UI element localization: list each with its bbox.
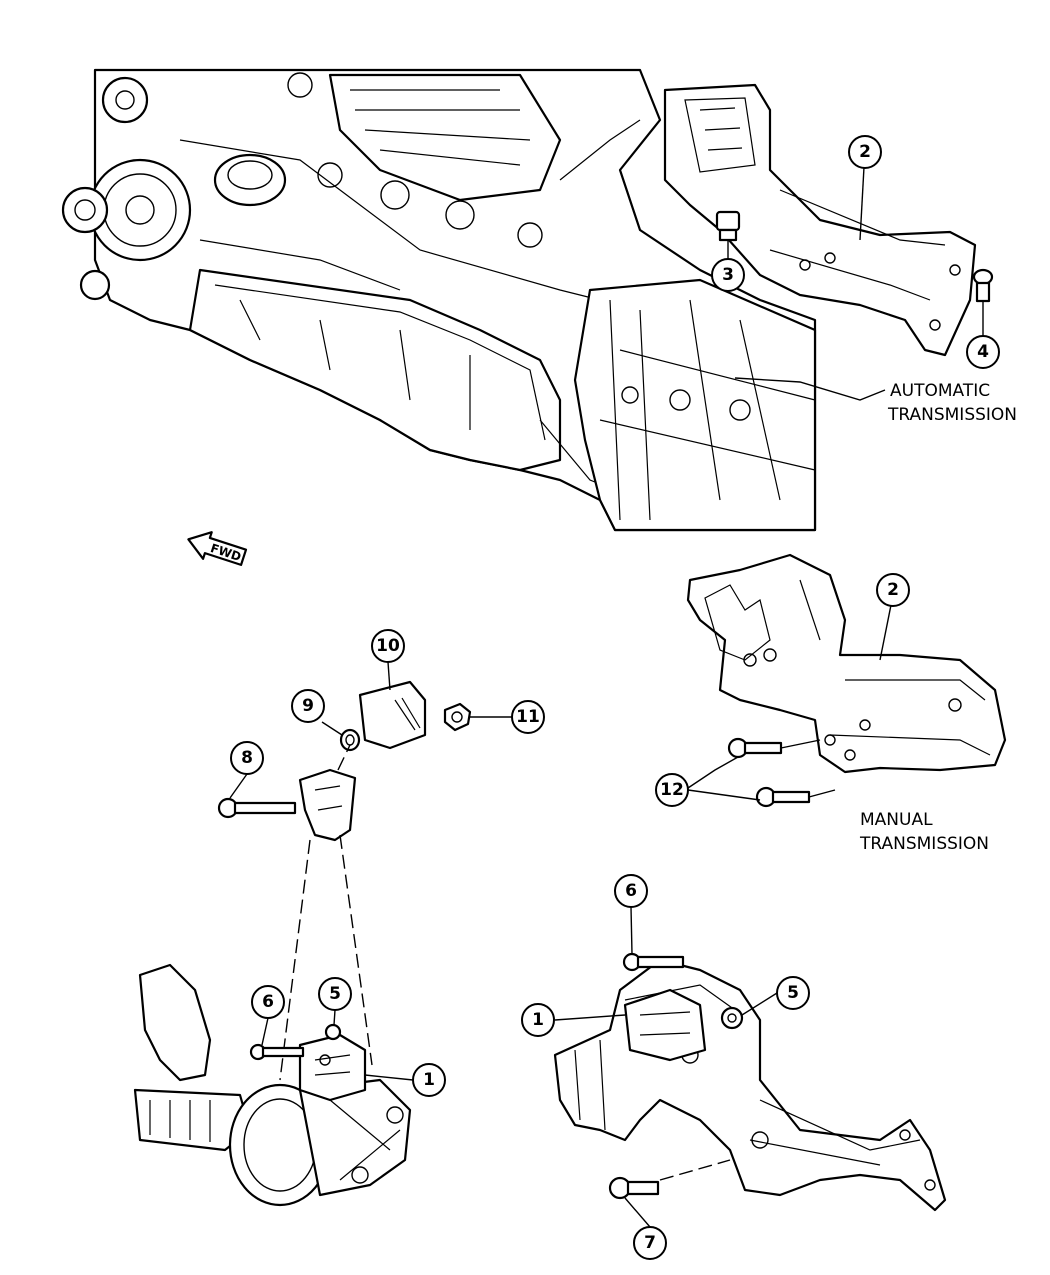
svg-text:2: 2 — [859, 142, 871, 162]
callout-3: 3 — [711, 258, 745, 292]
caption-automatic-line2: TRANSMISSION — [887, 405, 1017, 425]
bolt-3 — [715, 210, 741, 242]
bracket-10 — [358, 680, 427, 750]
callout-2-manual: 2 — [876, 573, 910, 607]
callout-7: 7 — [633, 1226, 667, 1260]
svg-text:3: 3 — [722, 265, 734, 285]
callout-10: 10 — [371, 629, 405, 663]
svg-text:6: 6 — [625, 881, 637, 901]
insulator-upper — [217, 768, 357, 842]
leader-lines — [229, 166, 984, 1228]
crossmember-manual — [686, 553, 1007, 774]
engine-assembly — [61, 68, 817, 532]
bolt-6-left — [249, 1043, 305, 1061]
crossmember-right-assembly — [553, 958, 947, 1212]
alignment-line-bolt7 — [659, 1159, 731, 1181]
svg-text:4: 4 — [977, 342, 989, 362]
bolt-6-right — [622, 952, 685, 972]
svg-text:10: 10 — [376, 636, 400, 656]
svg-text:5: 5 — [787, 983, 799, 1003]
caption-manual-line1: MANUAL — [860, 810, 933, 830]
svg-text:9: 9 — [302, 696, 314, 716]
nut-5-left — [324, 1023, 342, 1041]
bolt-4 — [972, 268, 994, 303]
svg-text:1: 1 — [423, 1070, 435, 1090]
callout-8: 8 — [230, 741, 264, 775]
transmission-left-assembly — [133, 963, 412, 1207]
washer-9 — [339, 728, 361, 752]
svg-text:8: 8 — [241, 748, 253, 768]
bolt-7 — [608, 1176, 660, 1200]
alignment-line-left — [279, 839, 311, 1081]
callout-4: 4 — [966, 335, 1000, 369]
svg-text:5: 5 — [329, 984, 341, 1004]
callout-1-left: 1 — [412, 1063, 446, 1097]
callout-5-right: 5 — [776, 976, 810, 1010]
nut-11 — [443, 702, 472, 732]
caption-manual-line2: TRANSMISSION — [859, 834, 989, 854]
fwd-arrow: FWD — [187, 531, 248, 566]
callout-6-left: 6 — [251, 985, 285, 1019]
callout-2-automatic: 2 — [848, 135, 882, 169]
alignment-line-right — [339, 834, 373, 1066]
callout-9: 9 — [291, 689, 325, 723]
callout-5-left: 5 — [318, 977, 352, 1011]
callout-11: 11 — [511, 700, 545, 734]
svg-text:12: 12 — [660, 780, 684, 800]
svg-text:1: 1 — [532, 1010, 544, 1030]
svg-text:6: 6 — [262, 992, 274, 1012]
callout-1-right: 1 — [521, 1003, 555, 1037]
svg-text:2: 2 — [887, 580, 899, 600]
svg-text:11: 11 — [516, 707, 540, 727]
alignment-line-upper — [337, 744, 351, 771]
caption-automatic-line1: AUTOMATIC — [890, 381, 990, 401]
callout-6-right: 6 — [614, 874, 648, 908]
callout-12: 12 — [655, 773, 689, 807]
svg-text:7: 7 — [644, 1233, 656, 1253]
nut-5-right — [720, 1006, 744, 1030]
